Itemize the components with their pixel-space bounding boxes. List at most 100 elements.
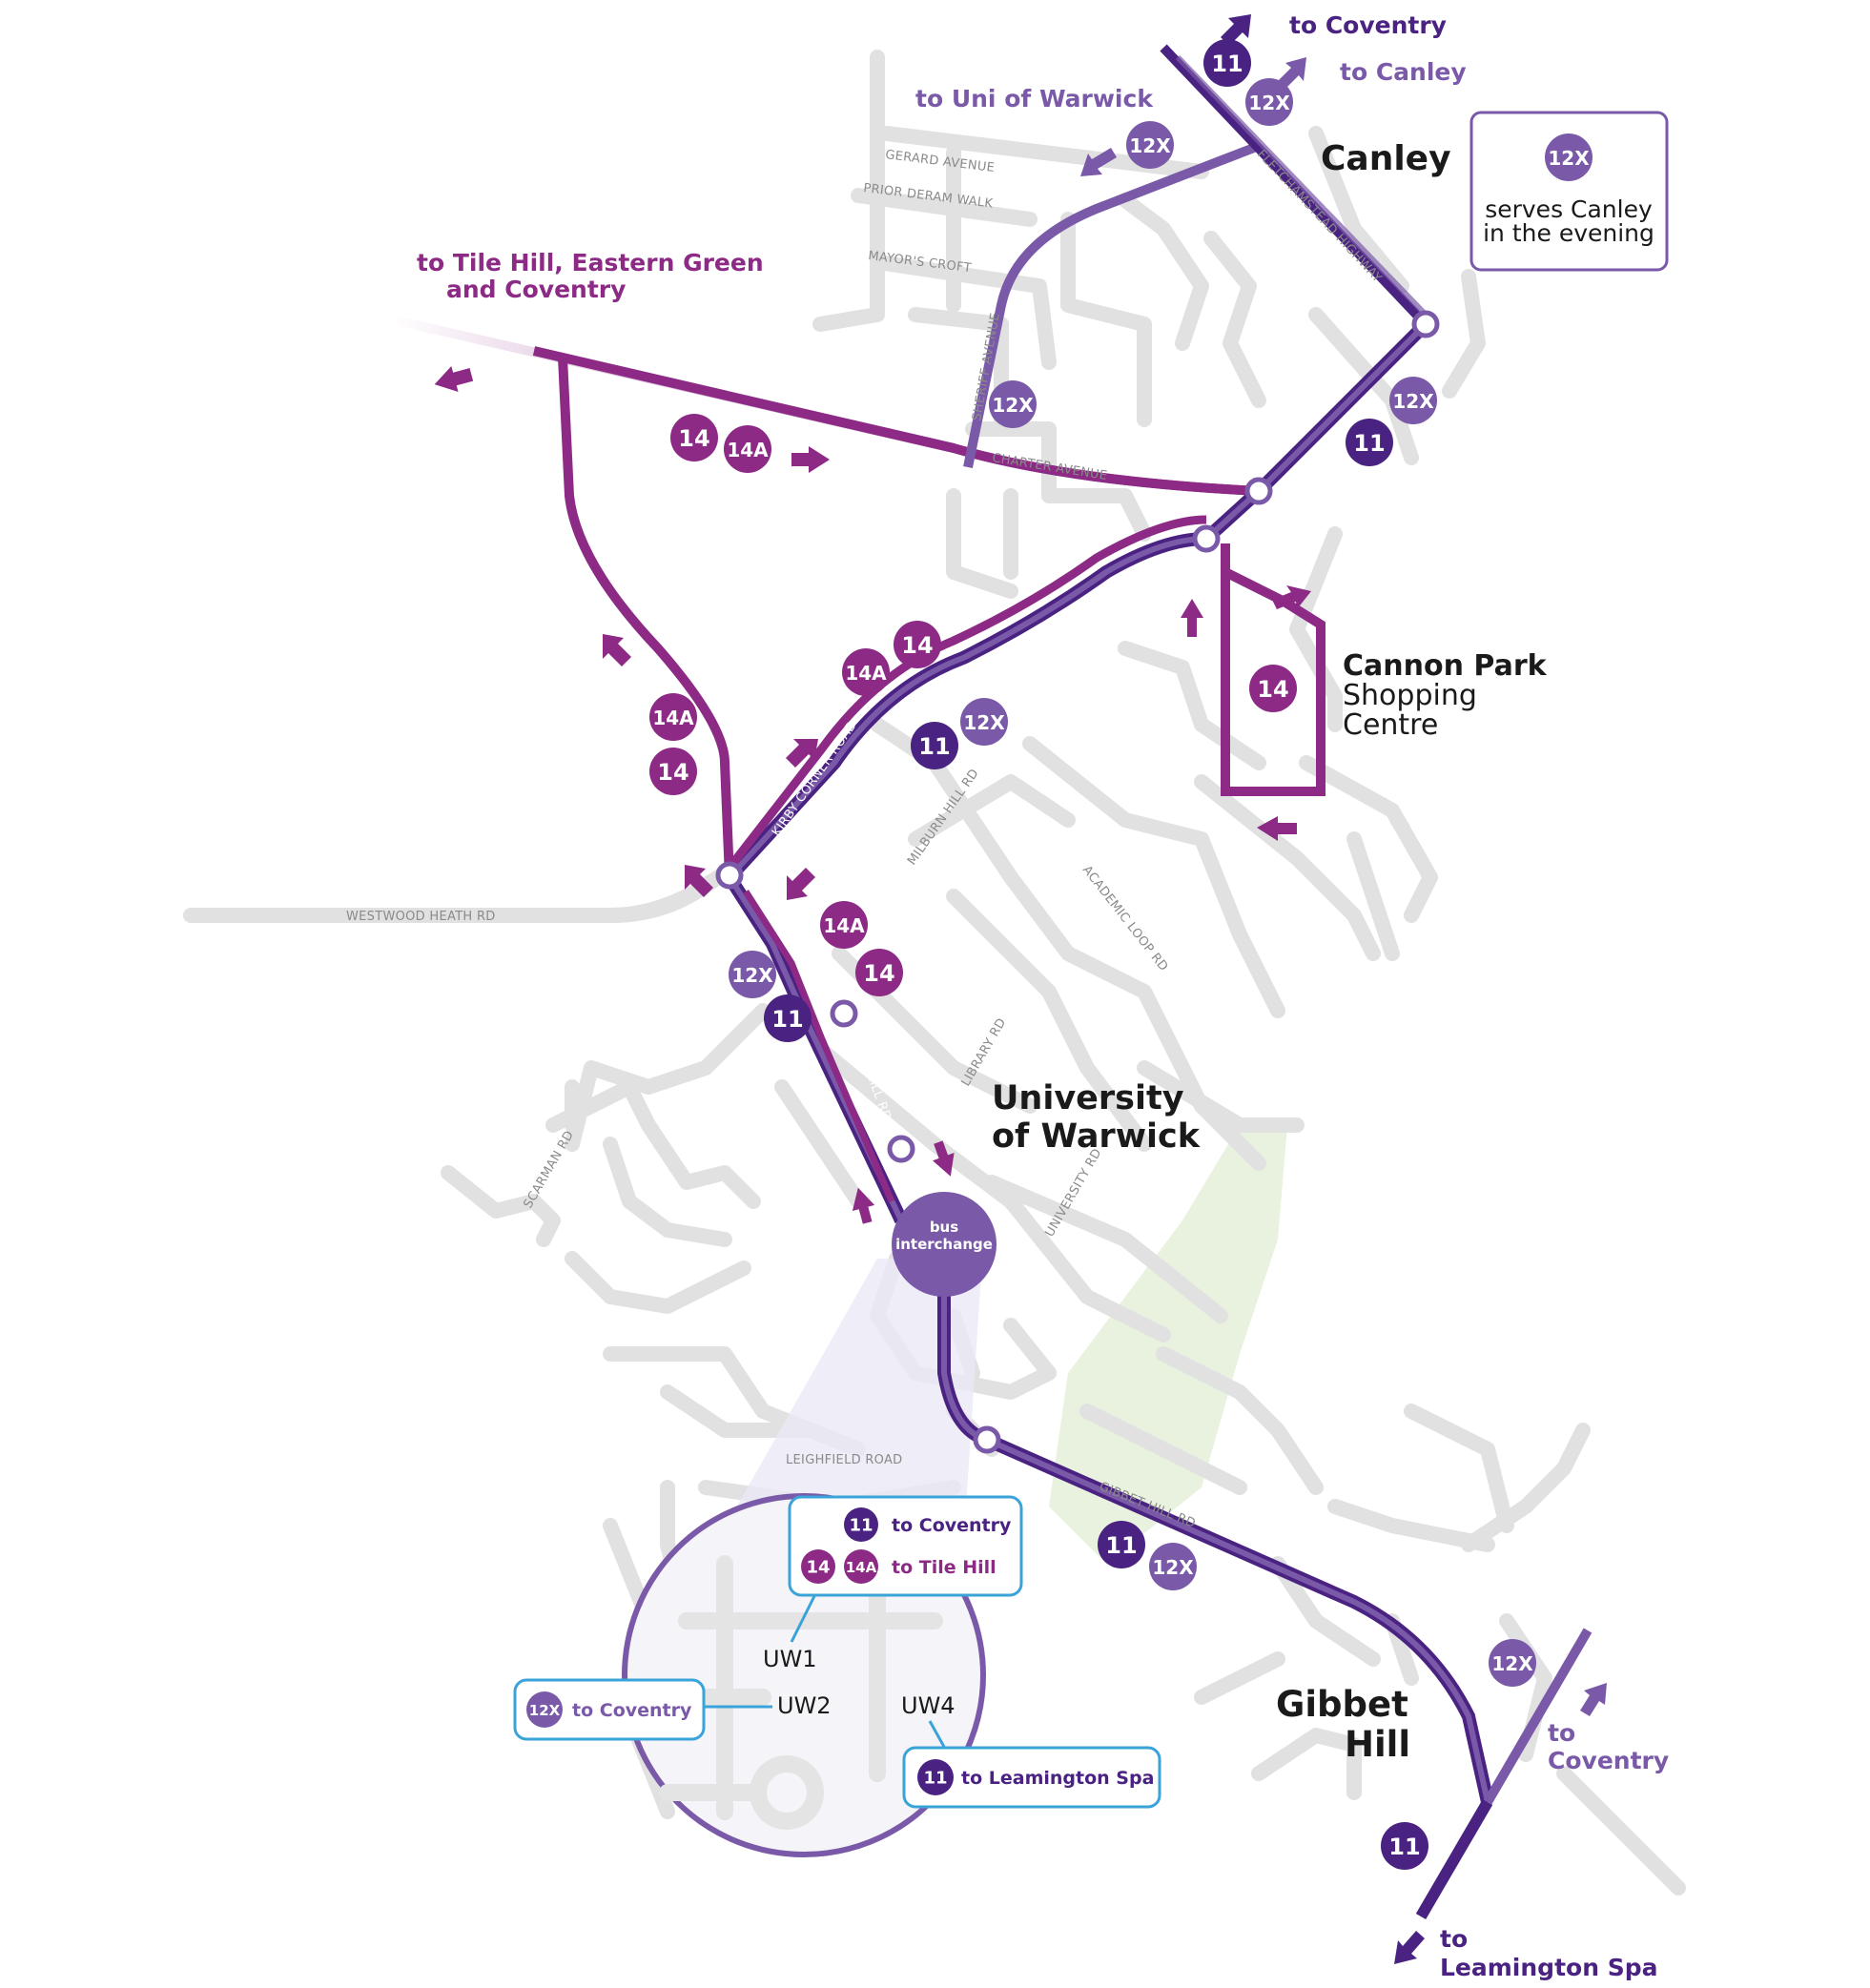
stop-label-uw1: UW1	[763, 1646, 817, 1672]
arrow-icon	[1278, 57, 1306, 89]
road-label-westwood: WESTWOOD HEATH RD	[346, 910, 496, 924]
badge-11: 11	[923, 1769, 947, 1789]
stop-fletchamstead[interactable]	[1411, 310, 1440, 338]
stop-cannon-park[interactable]	[1192, 524, 1221, 553]
badge-12x: 12X	[731, 964, 773, 987]
place-cannon-park-3: Centre	[1343, 708, 1438, 742]
badge-14a: 14A	[652, 707, 694, 729]
stop-label-uw2: UW2	[777, 1692, 832, 1719]
dest-canley-top: to Canley	[1340, 58, 1467, 86]
arrow-icon	[1580, 1683, 1607, 1716]
callout-leader-lines	[704, 1593, 946, 1748]
badge-14: 14	[901, 632, 933, 659]
dest-coventry-top: to Coventry	[1289, 11, 1447, 39]
route-badges: 11 12X 12X 12X 12X 11 14 14A 14 14A 12X …	[649, 39, 1536, 1870]
badge-11: 11	[1211, 51, 1243, 77]
route-14-gibbet-north	[743, 890, 895, 1203]
direction-arrows-dark	[1221, 14, 1425, 1964]
badge-14a: 14A	[823, 914, 865, 937]
dest-leamington-1: to	[1440, 1925, 1468, 1953]
road-label-kirby: KIRBY CORNER ROAD	[770, 719, 860, 840]
badge-12x: 12X	[1152, 1556, 1194, 1579]
place-gibbet-2: Hill	[1345, 1724, 1410, 1765]
dest-leamington-2: Leamington Spa	[1440, 1954, 1657, 1981]
stop-gibbet-north-1[interactable]	[830, 999, 858, 1028]
stop-kirby-corner[interactable]	[715, 861, 744, 890]
dest-coventry-right-2: Coventry	[1548, 1747, 1669, 1774]
info-box	[1469, 111, 1669, 272]
badge-12x: 12X	[992, 394, 1034, 417]
badge-14: 14	[657, 759, 688, 786]
badge-12x: 12X	[1491, 1652, 1533, 1675]
arrow-icon	[603, 634, 631, 666]
green-space	[1049, 1125, 1287, 1564]
arrow-icon	[933, 1140, 955, 1177]
arrow-icon	[787, 868, 815, 900]
route-14-cannon-park-loop	[1221, 543, 1325, 796]
callout-12x-coventry: to Coventry	[572, 1700, 692, 1721]
info-box-badge	[1545, 133, 1593, 181]
road-label-scarman: SCARMAN RD	[521, 1128, 577, 1211]
badge-11: 11	[1353, 430, 1385, 457]
arrow-icon	[1394, 1931, 1425, 1964]
dest-tile-hill-1: to Tile Hill, Eastern Green	[417, 249, 764, 277]
badge-11: 11	[771, 1006, 803, 1033]
place-cannon-park-1: Cannon Park	[1343, 649, 1548, 683]
info-box-line1: serves Canley	[1485, 195, 1653, 223]
arrow-icon	[1257, 816, 1297, 841]
route-14-charter-avenue	[389, 315, 1260, 496]
route-11-fletchamstead	[1160, 44, 1429, 328]
road-label-leighfield: LEIGHFIELD ROAD	[786, 1453, 903, 1467]
callout-uw2	[513, 1678, 706, 1741]
stop-charter[interactable]	[1244, 477, 1273, 505]
bus-interchange[interactable]	[892, 1192, 997, 1297]
badge-14a: 14A	[845, 662, 887, 685]
route-11-leamington	[1415, 1798, 1493, 1920]
stops	[715, 310, 1440, 1454]
badge-11: 11	[1105, 1532, 1137, 1559]
arrow-icon	[786, 739, 818, 768]
interchange-label-2: interchange	[895, 1236, 993, 1253]
dest-coventry-right-1: to	[1548, 1719, 1575, 1747]
stop-leighfield[interactable]	[973, 1425, 1001, 1454]
arrow-icon	[1181, 599, 1203, 637]
arrow-icon	[852, 1187, 875, 1224]
route-11-fletchamstead-light	[1175, 54, 1428, 318]
badge-12x: 12X	[1129, 134, 1171, 157]
callout-leamington: to Leamington Spa	[961, 1768, 1154, 1789]
place-uni-1: University	[992, 1079, 1184, 1117]
info-box-badge-label: 12X	[1548, 147, 1590, 170]
arrow-icon	[1221, 14, 1251, 46]
arrow-icon	[685, 865, 713, 897]
route-12x-canley-loop	[963, 143, 1256, 469]
stop-label-uw4: UW4	[901, 1692, 956, 1719]
stop-gibbet-north-2[interactable]	[887, 1135, 915, 1163]
direction-arrows-lav	[1080, 57, 1607, 1716]
badge-14: 14	[1257, 676, 1288, 703]
route-14-loop-west	[558, 357, 734, 878]
arrow-icon	[1080, 148, 1117, 176]
callout-uw4	[902, 1746, 1161, 1809]
callout-tile-hill: to Tile Hill	[892, 1557, 997, 1578]
arrow-icon	[434, 365, 474, 393]
route-12x-coventry-south	[1483, 1628, 1593, 1805]
callout-coventry: to Coventry	[892, 1515, 1012, 1536]
badge-11: 11	[918, 733, 950, 760]
badge-11: 11	[849, 1516, 873, 1536]
badge-12x: 12X	[1392, 390, 1434, 413]
badge-14: 14	[678, 425, 709, 452]
route-trunk-lavender	[726, 321, 1428, 1222]
badge-12x: 12X	[1248, 92, 1290, 114]
dest-tile-hill-2: and Coventry	[446, 276, 626, 303]
badge-12x: 12X	[529, 1702, 561, 1719]
place-cannon-park-2: Shopping	[1343, 679, 1477, 712]
badge-14a: 14A	[727, 439, 769, 461]
route-11-gibbet-south-light	[941, 1278, 1490, 1803]
badge-14: 14	[863, 960, 894, 987]
direction-arrows	[434, 365, 1311, 1224]
badge-12x: 12X	[963, 711, 1005, 734]
place-uni-2: of Warwick	[992, 1117, 1201, 1156]
place-canley: Canley	[1321, 139, 1451, 178]
badge-14a: 14A	[846, 1559, 877, 1576]
